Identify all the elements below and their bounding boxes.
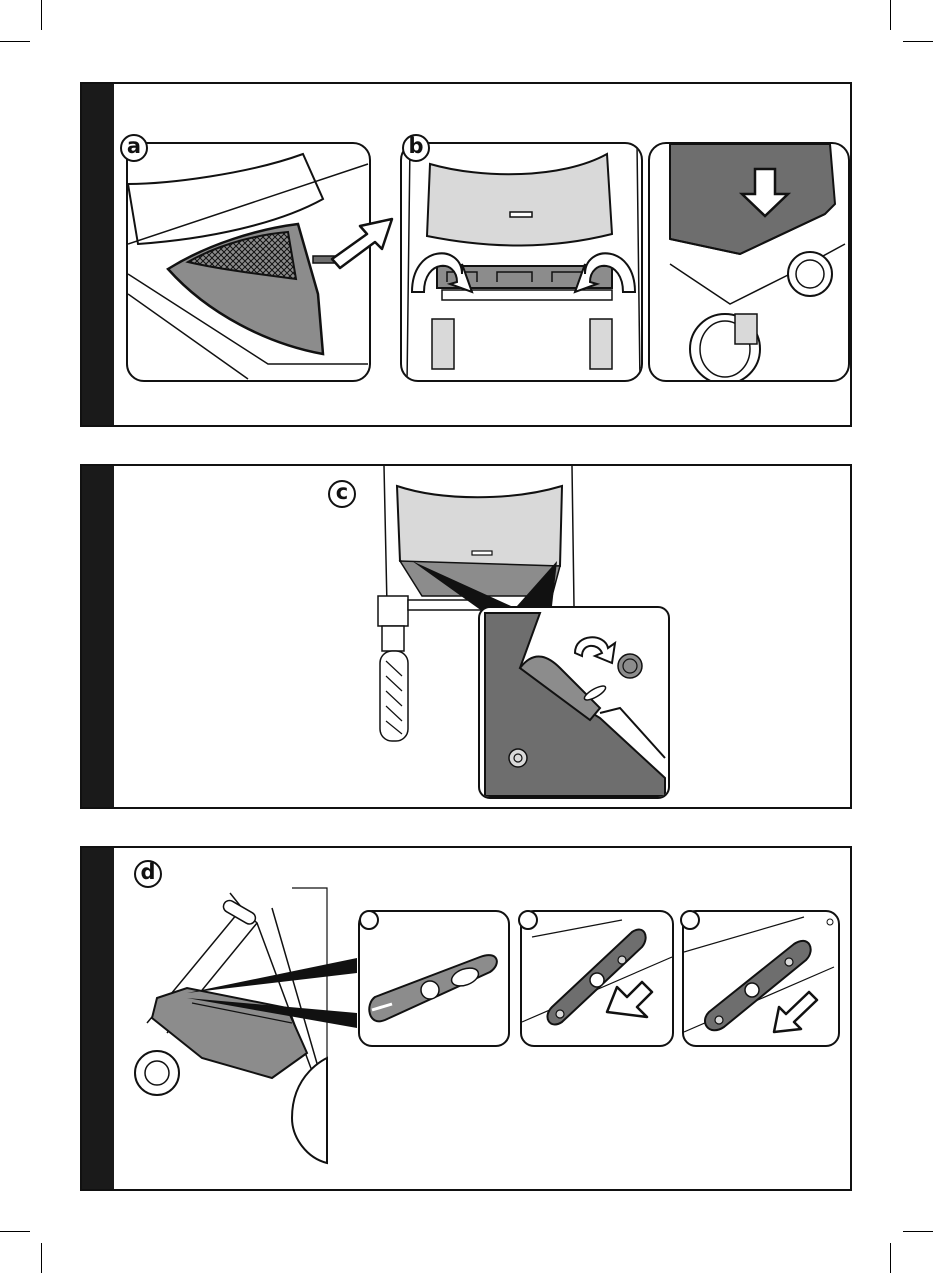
illustration-d-insert bbox=[520, 910, 674, 1047]
crop-mark-bottom-left-v bbox=[41, 1243, 42, 1273]
instruction-panel-1: a b bbox=[80, 82, 852, 427]
crop-mark-top-right-h bbox=[903, 41, 933, 42]
basket-fold-illustration bbox=[402, 144, 643, 382]
crop-mark-bottom-right-h bbox=[903, 1231, 933, 1232]
illustration-c-detail bbox=[478, 606, 670, 799]
tube-bracket-detail bbox=[360, 912, 510, 1047]
crop-mark-bottom-left-h bbox=[0, 1231, 30, 1232]
illustration-b-2 bbox=[648, 142, 850, 382]
step-label-d: d bbox=[140, 862, 155, 883]
substep-marker-2 bbox=[518, 910, 538, 930]
illustration-b bbox=[400, 142, 643, 382]
step-badge-c: c bbox=[328, 480, 356, 508]
seat-latch-detail bbox=[480, 608, 670, 799]
illustration-a bbox=[126, 142, 371, 382]
illustration-d-part bbox=[358, 910, 510, 1047]
bracket-insert-detail bbox=[522, 912, 674, 1047]
stroller-front-illustration bbox=[82, 466, 852, 809]
crop-mark-top-right-v bbox=[890, 0, 891, 30]
panel-spine bbox=[82, 84, 114, 425]
crop-mark-bottom-right-v bbox=[890, 1243, 891, 1273]
step-label-b: b bbox=[408, 136, 423, 157]
step-badge-b: b bbox=[402, 134, 430, 162]
crop-mark-top-left-h bbox=[0, 41, 30, 42]
crop-mark-top-left-v bbox=[41, 0, 42, 30]
basket-pocket-illustration bbox=[128, 144, 371, 382]
basket-attach-illustration bbox=[650, 144, 850, 382]
bracket-remove-detail bbox=[684, 912, 840, 1047]
step-label-a: a bbox=[127, 136, 141, 157]
illustration-d-remove bbox=[682, 910, 840, 1047]
instruction-panel-2: c bbox=[80, 464, 852, 809]
step-badge-a: a bbox=[120, 134, 148, 162]
step-badge-d: d bbox=[134, 860, 162, 888]
substep-marker-1 bbox=[359, 910, 379, 930]
substep-marker-3 bbox=[680, 910, 700, 930]
step-label-c: c bbox=[336, 482, 348, 503]
instruction-panel-3: d bbox=[80, 846, 852, 1191]
